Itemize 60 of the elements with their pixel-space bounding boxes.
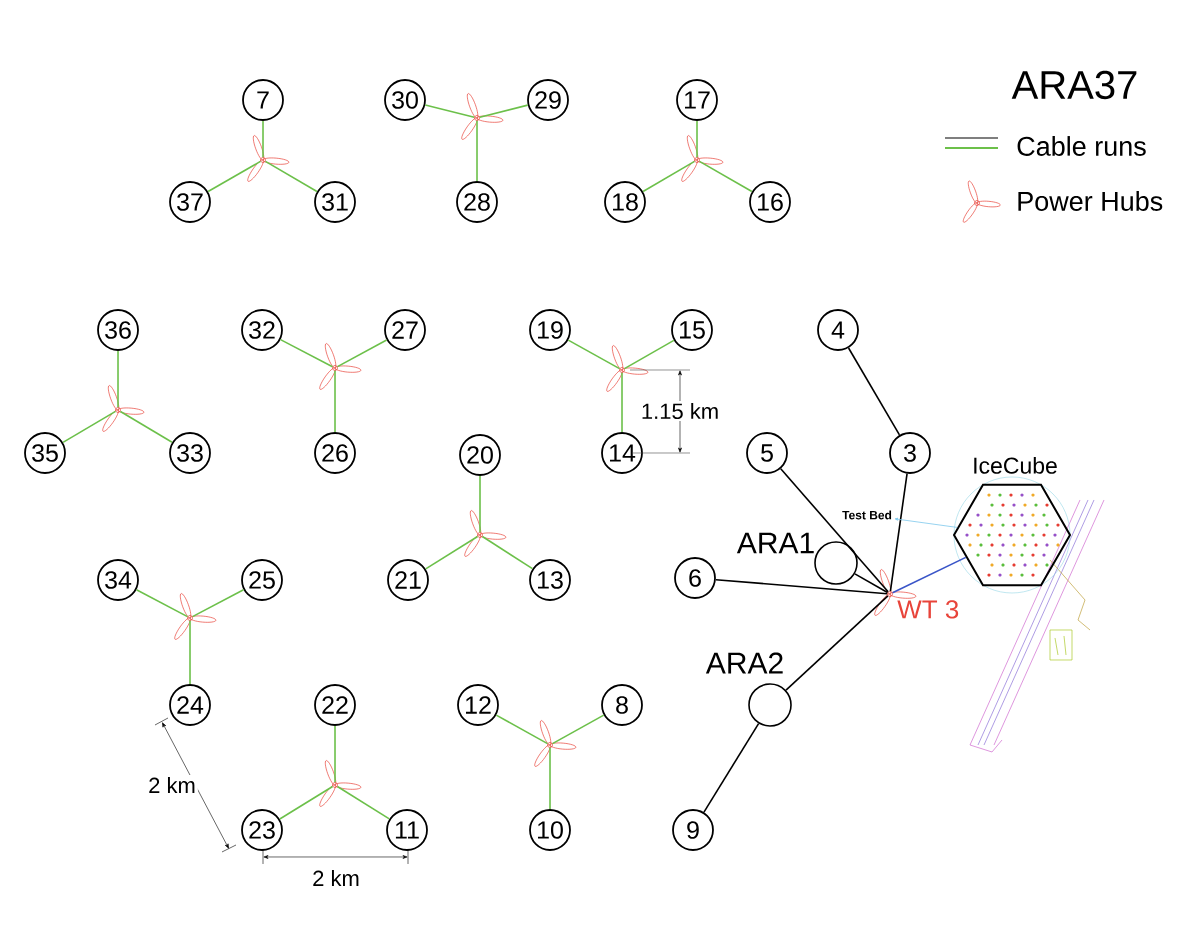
cable-line xyxy=(623,339,675,370)
power-hub-icon xyxy=(102,385,145,432)
cable-line xyxy=(696,120,698,158)
cable-line xyxy=(264,160,318,193)
cable-line xyxy=(715,578,888,595)
cable-line xyxy=(424,104,476,119)
cable-line xyxy=(424,535,479,570)
cable-line xyxy=(891,556,967,594)
power-hub-icon xyxy=(681,135,724,182)
cable-line xyxy=(117,350,119,408)
power-hub-icon xyxy=(464,510,507,557)
cable-line xyxy=(189,620,191,685)
cable-line xyxy=(262,120,264,158)
cable-line xyxy=(476,120,478,182)
dimension-label: 2 km xyxy=(146,775,198,795)
cable-line xyxy=(207,160,262,193)
cable-line xyxy=(698,160,753,193)
power-hub-icon xyxy=(174,593,217,640)
cable-line xyxy=(336,785,391,820)
cable-line xyxy=(621,372,623,433)
legend-label: Cable runs xyxy=(1017,136,1146,156)
cable-line xyxy=(334,725,336,783)
cable-line xyxy=(854,573,889,594)
cable-line xyxy=(279,785,334,820)
cable-line xyxy=(567,339,621,370)
power-hub-icon xyxy=(534,720,577,767)
power-hub-icon xyxy=(461,93,504,140)
cable-line xyxy=(479,475,481,533)
cable-line xyxy=(779,467,889,593)
cable-line xyxy=(785,595,889,691)
power-hub-icon xyxy=(319,760,362,807)
cable-line xyxy=(478,104,529,119)
cable-line xyxy=(481,535,534,570)
power-hub-icon xyxy=(606,345,649,392)
cable-line xyxy=(894,517,958,528)
cable-line xyxy=(135,588,189,618)
legend-label: Power Hubs xyxy=(1018,191,1163,211)
cable-line xyxy=(889,472,908,592)
cable-line xyxy=(551,714,605,745)
cable-line xyxy=(495,714,549,745)
cable-line xyxy=(279,338,334,368)
power-hub-icon xyxy=(319,343,362,390)
cable-line xyxy=(703,722,760,813)
dimension-label: 1.15 km xyxy=(638,400,722,422)
power-hub-icon xyxy=(247,135,290,182)
hub-label: WT 3 xyxy=(897,600,959,619)
cable-line xyxy=(336,339,388,368)
node-label: ARA2 xyxy=(705,652,783,674)
cable-line xyxy=(191,588,245,618)
cable-line xyxy=(62,410,117,444)
title: ARA37 xyxy=(1011,70,1137,100)
cable-line xyxy=(847,347,901,436)
node-label: IceCube xyxy=(974,456,1057,474)
cable-line xyxy=(549,747,551,810)
site-label: Test Bed xyxy=(842,510,892,520)
cable-line xyxy=(642,160,696,193)
cable-line xyxy=(119,410,173,444)
cable-line xyxy=(334,370,336,433)
node-label: ARA1 xyxy=(736,532,814,554)
dimension-label: 2 km xyxy=(310,868,362,888)
